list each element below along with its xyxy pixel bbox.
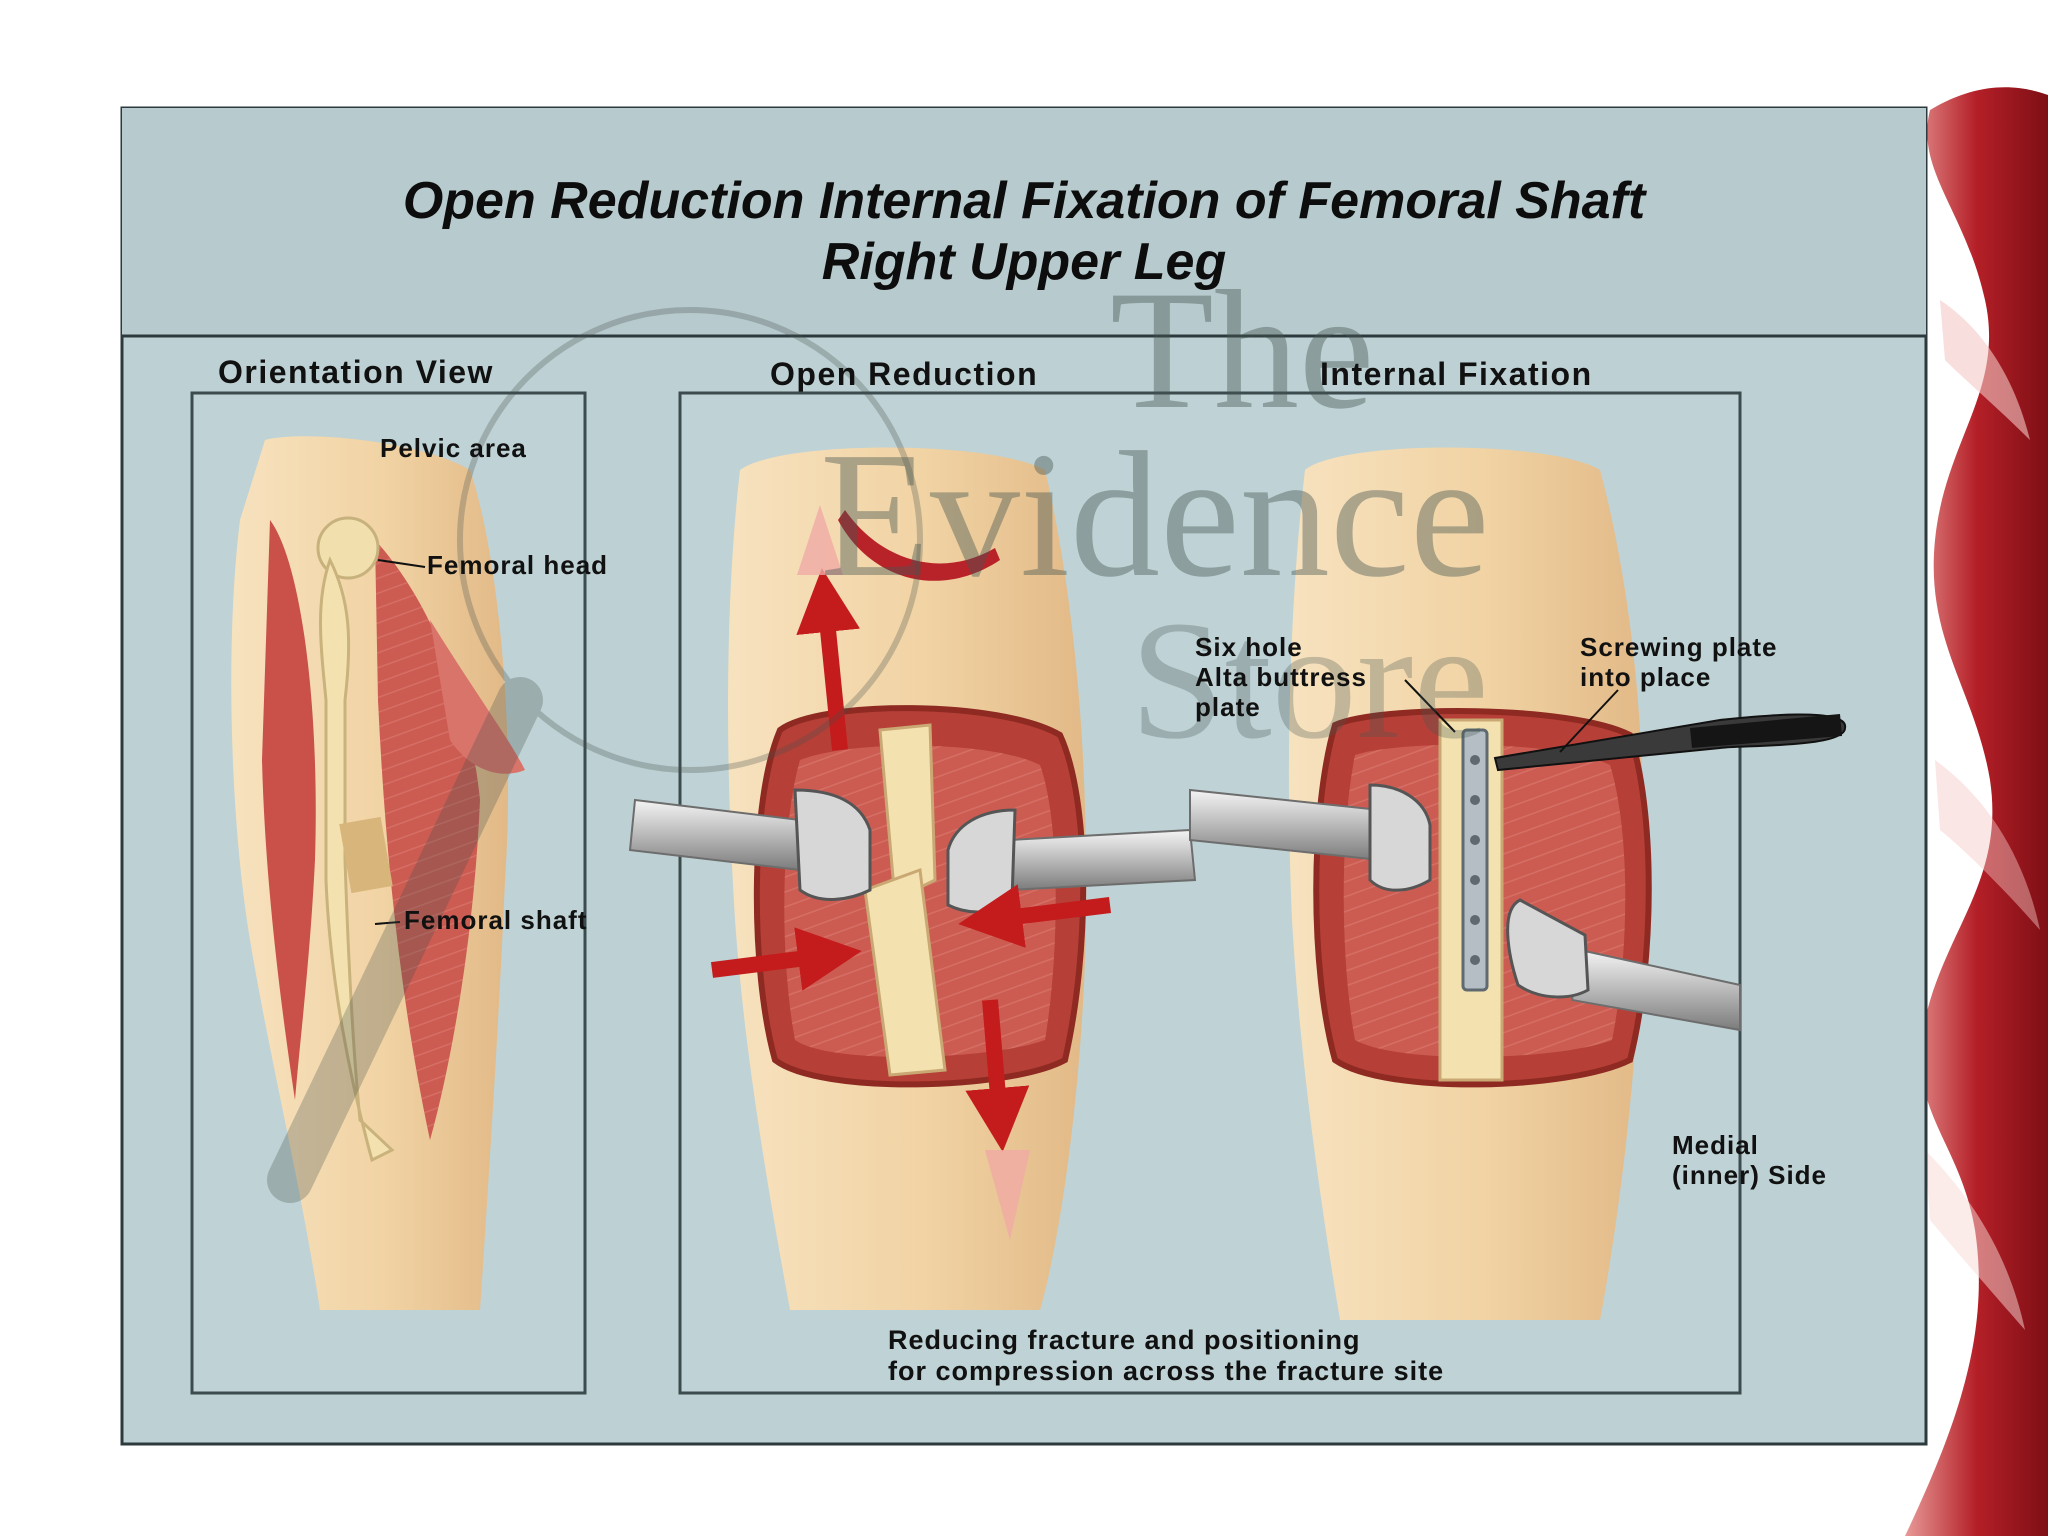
traction-arrow-up	[796, 568, 861, 751]
decorative-red-drape	[1905, 87, 2048, 1536]
pelvic-area-label: Pelvic area	[380, 433, 527, 463]
orientation-thigh-illustration	[231, 436, 525, 1310]
diagram-title-line1: Open Reduction Internal Fixation of Femo…	[402, 172, 1646, 230]
plate-screw-holes	[1470, 755, 1480, 965]
compression-arrow-right	[958, 884, 1111, 948]
watermark-text-line1: The	[1110, 256, 1375, 444]
femoral-head-leader	[377, 559, 426, 568]
open-reduction-heading: Open Reduction	[770, 356, 1039, 392]
watermark-text-line3: Store	[1130, 586, 1489, 774]
medial-side-label-line2: (inner) Side	[1672, 1160, 1828, 1190]
screwing-label-line1: Screwing plate	[1580, 632, 1778, 662]
diagram-title-line2: Right Upper Leg	[821, 233, 1227, 291]
traction-arrow-down	[965, 999, 1030, 1152]
compression-arrow-left	[710, 927, 862, 991]
orientation-view-heading: Orientation View	[218, 354, 494, 390]
caption-line2: for compression across the fracture site	[888, 1356, 1445, 1386]
plate-label-line3: plate	[1195, 692, 1261, 722]
title-band	[122, 108, 1926, 336]
femoral-shaft-label: Femoral shaft	[404, 905, 588, 935]
screwing-label-line2: into place	[1580, 662, 1712, 692]
femoral-head-label: Femoral head	[427, 550, 609, 580]
caption-line1: Reducing fracture and positioning	[888, 1325, 1361, 1355]
watermark-magnifier	[267, 307, 923, 1203]
femoral-shaft-leader	[374, 921, 401, 925]
medial-side-label-line1: Medial	[1672, 1130, 1759, 1160]
internal-fixation-illustration	[1189, 447, 1846, 1320]
internal-fixation-heading: Internal Fixation	[1320, 356, 1593, 392]
open-reduction-illustration	[628, 447, 1197, 1310]
plate-label-line1: Six hole	[1195, 632, 1303, 662]
buttress-plate	[1461, 728, 1489, 992]
plate-label-line2: Alta buttress	[1195, 662, 1367, 692]
watermark-text-line2: Evidence	[820, 415, 1490, 614]
